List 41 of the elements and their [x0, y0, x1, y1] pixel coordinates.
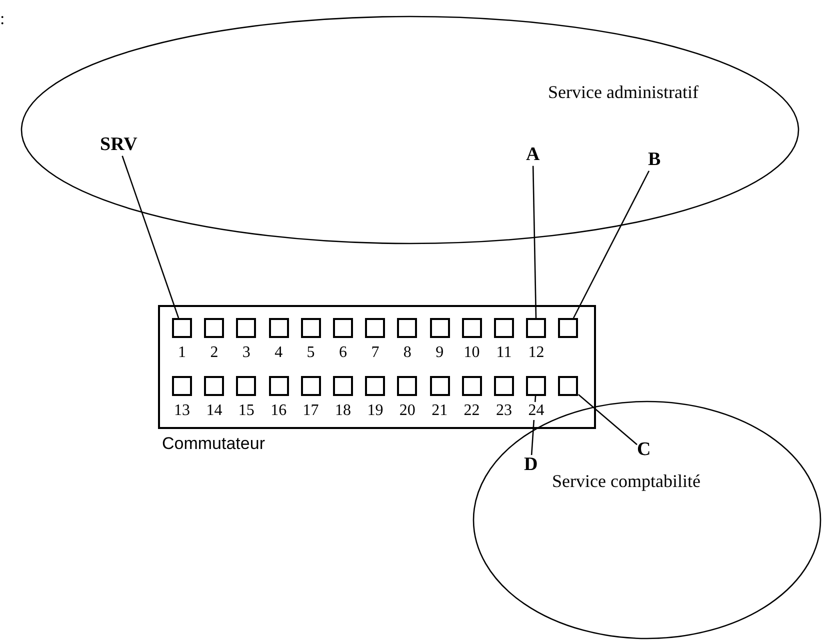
port-square — [494, 318, 514, 338]
connection-line — [578, 394, 638, 446]
port-square — [430, 376, 450, 396]
connection-line — [122, 156, 180, 318]
note-text: : — [0, 10, 5, 29]
port-square — [526, 318, 546, 338]
port-square — [365, 318, 386, 338]
port-square — [462, 318, 482, 338]
port-number: 24 — [527, 402, 546, 420]
port-square — [236, 376, 256, 396]
port-square — [397, 318, 418, 338]
group-title: Service comptabilité — [552, 472, 700, 492]
port-square — [204, 318, 224, 338]
device-label: SRV — [100, 135, 138, 156]
port-square — [300, 318, 321, 338]
port-square — [365, 376, 386, 396]
port-square — [268, 376, 289, 396]
port-square — [397, 376, 418, 396]
port-square — [333, 376, 353, 396]
port-square — [268, 318, 289, 338]
port-square — [558, 376, 578, 396]
connection-line — [572, 170, 650, 318]
port-square — [333, 318, 353, 338]
port-square — [300, 376, 321, 396]
port-square — [526, 376, 546, 396]
device-label: C — [637, 440, 651, 461]
device-label: A — [526, 145, 540, 166]
port-square — [172, 318, 192, 338]
port-square — [236, 318, 256, 338]
port-square — [558, 318, 578, 338]
port-square — [172, 376, 192, 396]
port-square — [430, 318, 450, 338]
switch-caption: Commutateur — [162, 435, 265, 454]
connection-line — [530, 396, 536, 456]
connection-line — [532, 166, 537, 318]
port-square — [204, 376, 224, 396]
group-title: Service administratif — [548, 83, 698, 103]
device-label: D — [524, 455, 538, 476]
port-square — [462, 376, 482, 396]
port-square — [494, 376, 514, 396]
device-label: B — [648, 150, 661, 171]
